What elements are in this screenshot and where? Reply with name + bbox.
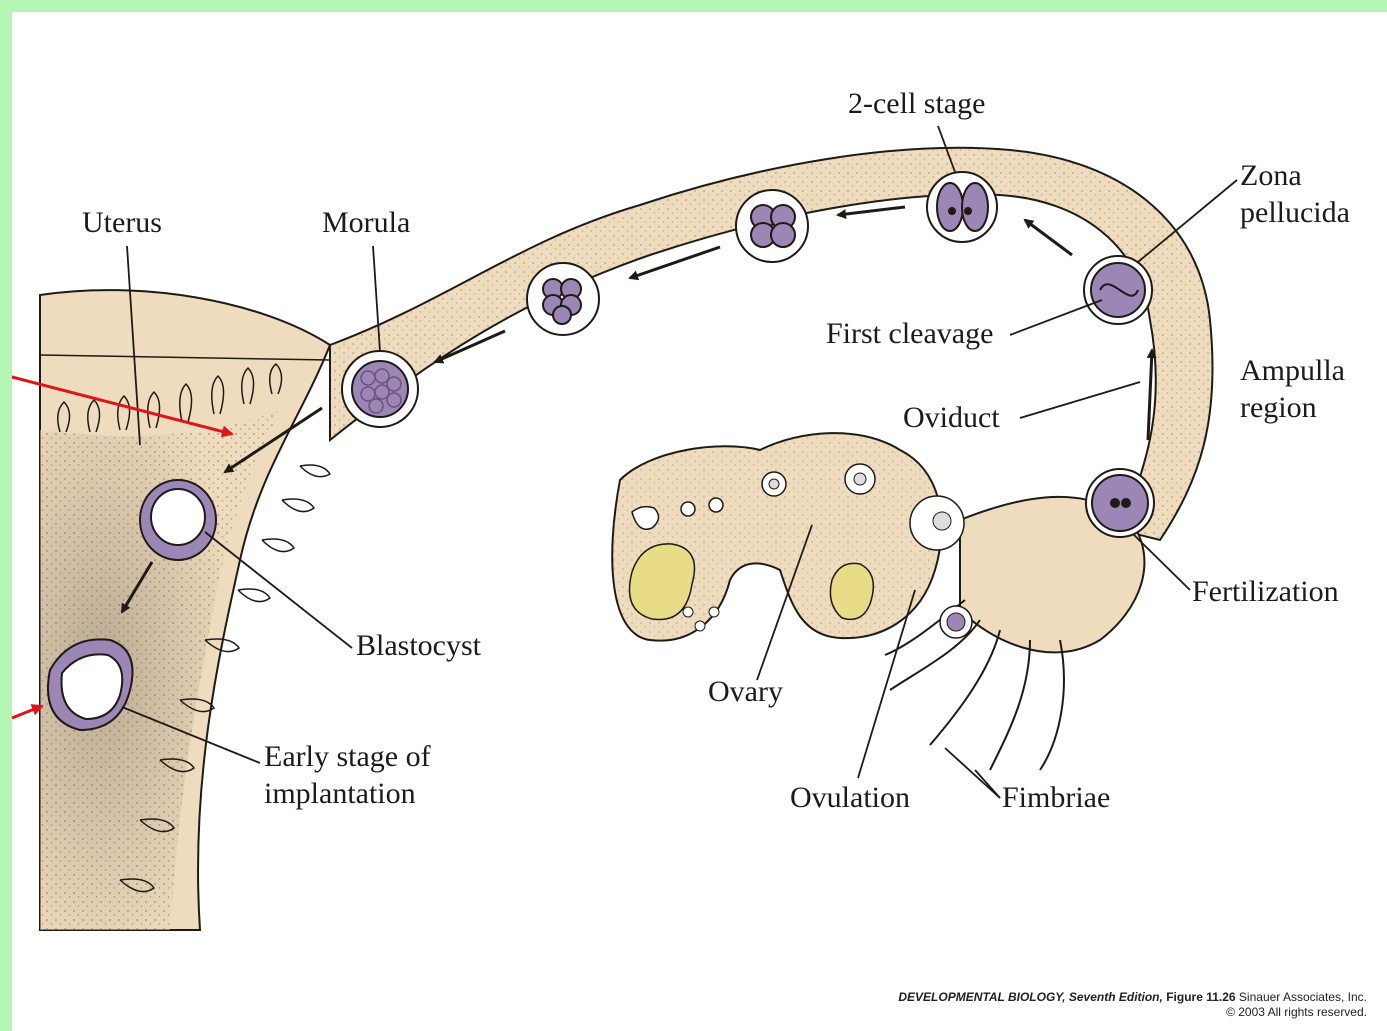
caption-rights: © 2003 All rights reserved. [898, 1005, 1367, 1021]
label-oviduct: Oviduct [903, 399, 1000, 437]
label-ampulla-line2: region [1240, 389, 1317, 427]
caption-publisher: Sinauer Associates, Inc. [1239, 990, 1367, 1004]
label-first-cleavage: First cleavage [826, 315, 993, 353]
label-ampulla-line1: Ampulla [1240, 352, 1345, 390]
caption-book-title: DEVELOPMENTAL BIOLOGY, Seventh Edition, [898, 990, 1162, 1004]
label-two-cell-stage: 2-cell stage [848, 85, 985, 123]
label-ovulation: Ovulation [790, 779, 910, 817]
label-fimbriae: Fimbriae [1002, 779, 1110, 817]
label-zona-pellucida-line1: Zona [1240, 157, 1302, 195]
figure-caption: DEVELOPMENTAL BIOLOGY, Seventh Edition, … [898, 990, 1367, 1021]
label-uterus: Uterus [82, 204, 162, 242]
label-fertilization: Fertilization [1192, 573, 1339, 611]
label-morula: Morula [322, 204, 410, 242]
caption-figure-number: Figure 11.26 [1166, 990, 1235, 1004]
label-blastocyst: Blastocyst [356, 627, 481, 665]
label-early-stage-line1: Early stage of [264, 738, 431, 776]
label-early-stage-line2: implantation [264, 775, 416, 813]
label-zona-pellucida-line2: pellucida [1240, 194, 1350, 232]
label-ovary: Ovary [708, 673, 783, 711]
